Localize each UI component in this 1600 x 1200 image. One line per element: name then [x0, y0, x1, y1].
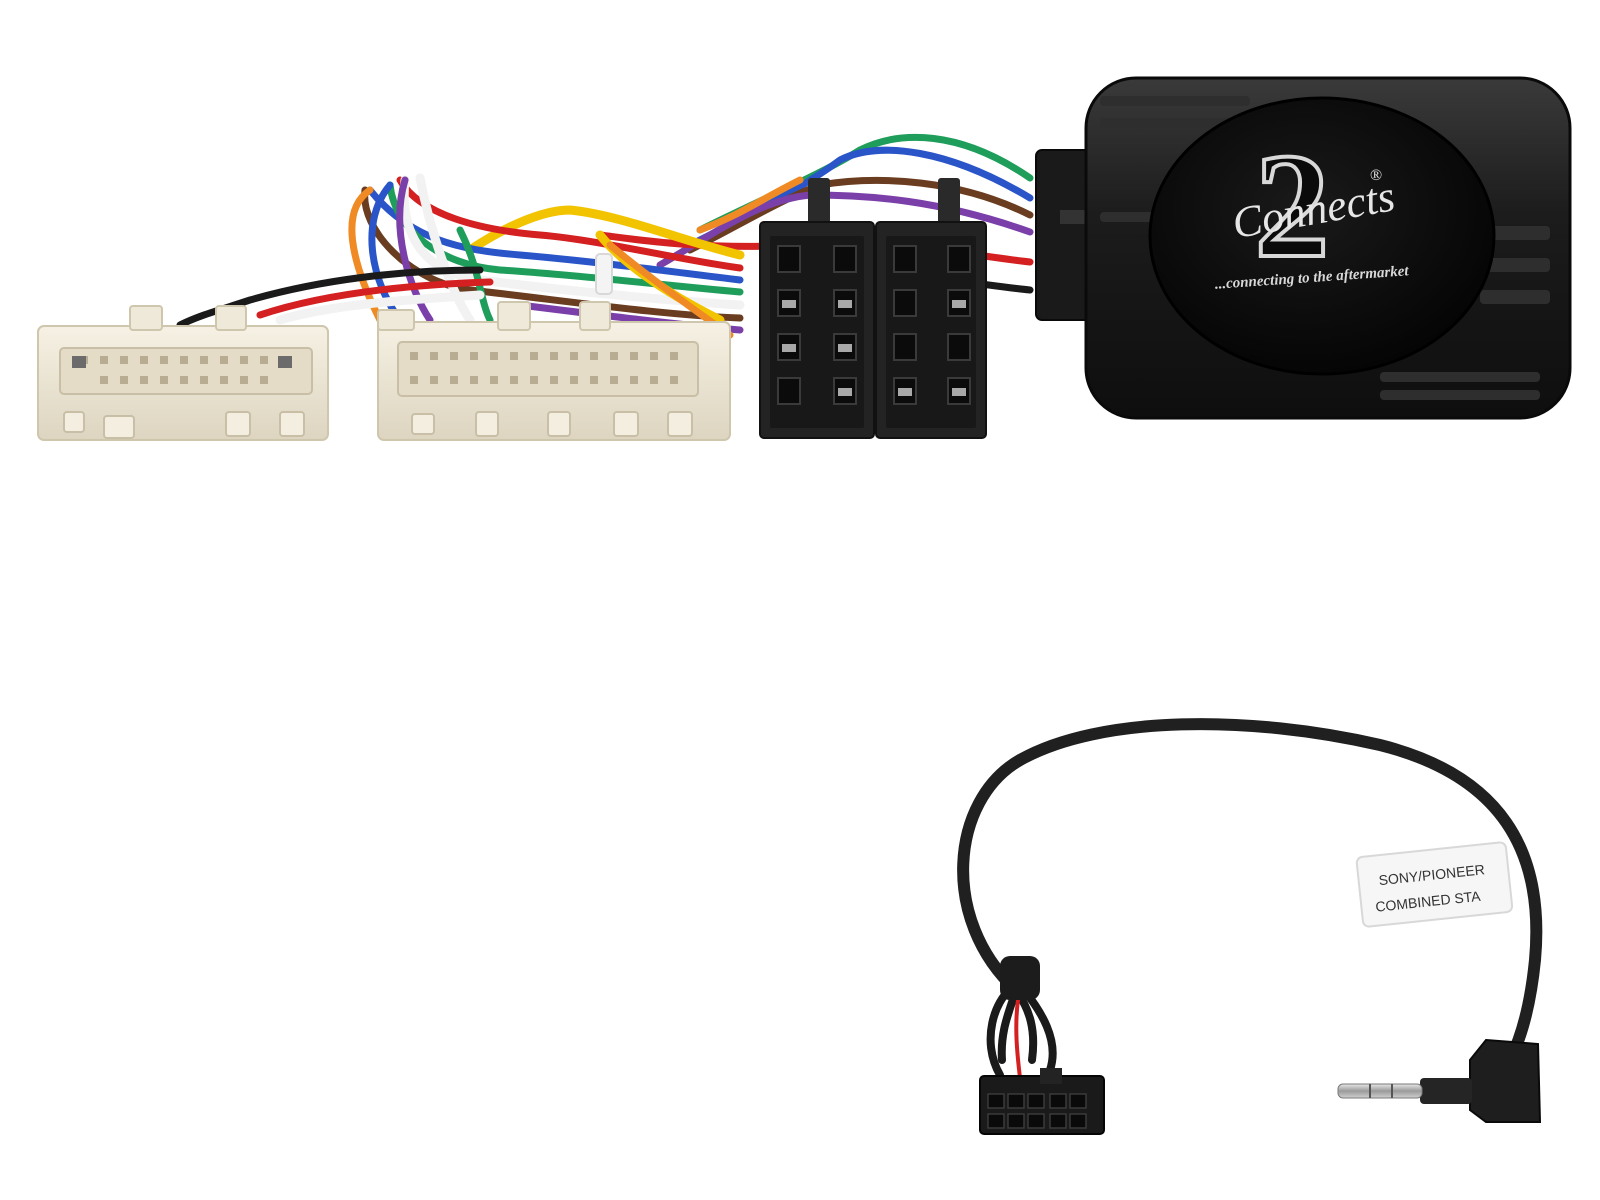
patch-lead-wires — [986, 956, 1057, 1080]
white-connector-middle — [377, 301, 731, 441]
logo-numeral: 2 — [1255, 123, 1330, 289]
wiring-harness-icon — [176, 134, 1034, 339]
jack-plug-icon — [1337, 1038, 1542, 1123]
molex-plug-icon — [979, 1068, 1105, 1135]
patch-lead-cable — [957, 718, 1543, 1066]
patch-lead-label: SONY/PIONEER COMBINED STA — [1355, 841, 1514, 928]
interface-box-icon — [1035, 76, 1572, 420]
brand-logo: 2 Connects ® ...connecting to the afterm… — [1214, 121, 1410, 293]
logo-registered-mark: ® — [1370, 167, 1382, 184]
white-connector-left — [37, 305, 329, 441]
iso-connector-icon — [759, 178, 987, 439]
